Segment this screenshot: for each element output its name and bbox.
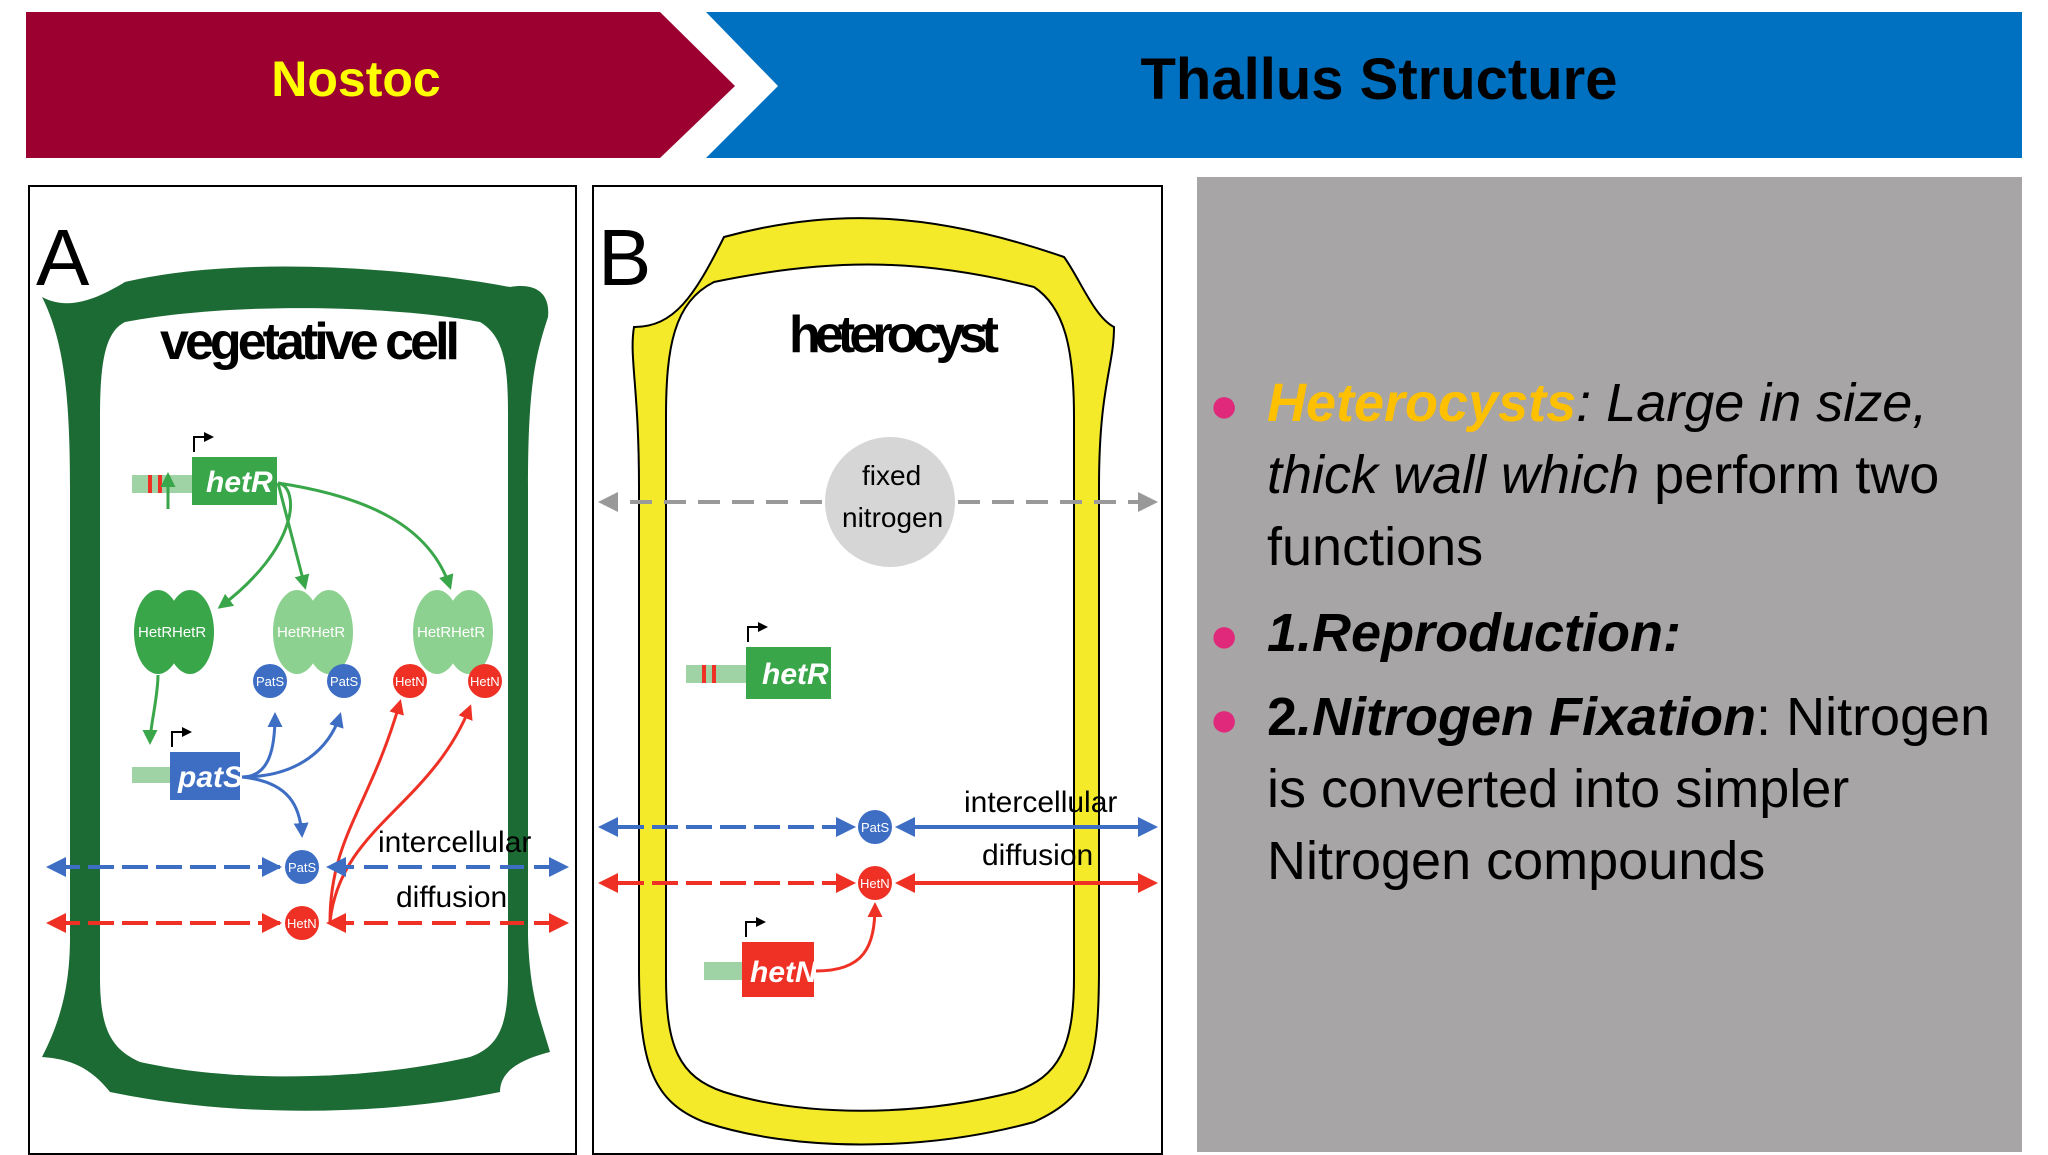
svg-text:HetR: HetR xyxy=(311,624,345,641)
panel-b-letter: B xyxy=(598,213,651,302)
vegetative-cell-title: vegetative cell xyxy=(160,313,460,371)
reproduction-label: 1.Reproduction: xyxy=(1267,603,1681,663)
bullet-nitrogen-fixation: ● 2.Nitrogen Fixation: Nitrogen is conve… xyxy=(1267,681,2007,897)
svg-text:HetR: HetR xyxy=(417,624,451,641)
patS-gene-promoter xyxy=(132,767,172,783)
fixed-nitrogen-line1: fixed xyxy=(862,460,921,491)
diffusion-label-line1: intercellular xyxy=(378,826,531,859)
hetR-dimer-2: HetR HetR xyxy=(273,590,353,674)
hetR-dimer-1: HetR HetR xyxy=(134,590,214,674)
diffusion-label-b-line2: diffusion xyxy=(982,839,1093,872)
hetN-gene-label: hetN xyxy=(750,956,818,989)
nitrogen-fixation-num: 2 xyxy=(1267,687,1297,747)
diffusion-label-b-line1: intercellular xyxy=(964,786,1117,819)
bullet-heterocysts: ● Heterocysts: Large in size, thick wall… xyxy=(1267,367,2007,583)
patS-diffusing: PatS xyxy=(285,850,319,884)
text-panel: ● Heterocysts: Large in size, thick wall… xyxy=(1197,177,2022,1152)
svg-text:HetN: HetN xyxy=(470,674,500,689)
svg-text:HetR: HetR xyxy=(138,624,172,641)
svg-text:PatS: PatS xyxy=(256,674,285,689)
hetR-dimer-3: HetR HetR xyxy=(413,590,493,674)
patS-bound-2: PatS xyxy=(327,664,361,698)
svg-text:HetN: HetN xyxy=(287,916,317,931)
hetN-diffusing: HetN xyxy=(285,906,319,940)
fixed-nitrogen-line2: nitrogen xyxy=(842,502,943,533)
svg-text:PatS: PatS xyxy=(330,674,359,689)
bullet-dot: ● xyxy=(1209,599,1239,671)
heterocyst-interior xyxy=(666,265,1074,1111)
bullet-dot: ● xyxy=(1209,369,1239,441)
patS-bound-1: PatS xyxy=(253,664,287,698)
svg-text:HetR: HetR xyxy=(277,624,311,641)
nostoc-title: Nostoc xyxy=(26,50,686,108)
svg-text:PatS: PatS xyxy=(861,820,890,835)
svg-text:HetR: HetR xyxy=(451,624,485,641)
heterocyst-title: heterocyst xyxy=(789,306,999,364)
bullet-reproduction: ● 1.Reproduction: xyxy=(1267,597,2007,669)
hetR-gene-label: hetR xyxy=(206,466,273,499)
heterocysts-highlight: Heterocysts xyxy=(1267,373,1576,433)
patS-b: PatS xyxy=(858,810,892,844)
nitrogen-fixation-colon: : xyxy=(1756,687,1771,747)
svg-text:HetN: HetN xyxy=(860,876,890,891)
svg-text:HetN: HetN xyxy=(395,674,425,689)
svg-text:HetR: HetR xyxy=(172,624,206,641)
patS-gene-label: patS xyxy=(177,761,243,794)
panel-a-letter: A xyxy=(36,213,90,302)
hetR-gene-label-b: hetR xyxy=(762,658,829,691)
bullet-dot: ● xyxy=(1209,683,1239,755)
vegetative-cell-diagram: A vegetative cell hetR HetR HetR HetR He… xyxy=(30,187,575,1153)
hetN-bound-1: HetN xyxy=(393,664,427,698)
panel-b-heterocyst: B heterocyst fixed nitrogen hetR PatS He… xyxy=(592,185,1163,1155)
vegetative-cell-interior xyxy=(100,308,508,1076)
heterocyst-diagram: B heterocyst fixed nitrogen hetR PatS He… xyxy=(594,187,1161,1153)
hetN-b: HetN xyxy=(858,866,892,900)
svg-text:PatS: PatS xyxy=(288,860,317,875)
thallus-structure-title: Thallus Structure xyxy=(720,46,2038,113)
panel-a-vegetative-cell: A vegetative cell hetR HetR HetR HetR He… xyxy=(28,185,577,1155)
nitrogen-fixation-title: .Nitrogen Fixation xyxy=(1297,687,1756,747)
hetN-bound-2: HetN xyxy=(468,664,502,698)
bullet-list: ● Heterocysts: Large in size, thick wall… xyxy=(1267,367,2007,897)
diffusion-label-line2: diffusion xyxy=(396,881,507,914)
